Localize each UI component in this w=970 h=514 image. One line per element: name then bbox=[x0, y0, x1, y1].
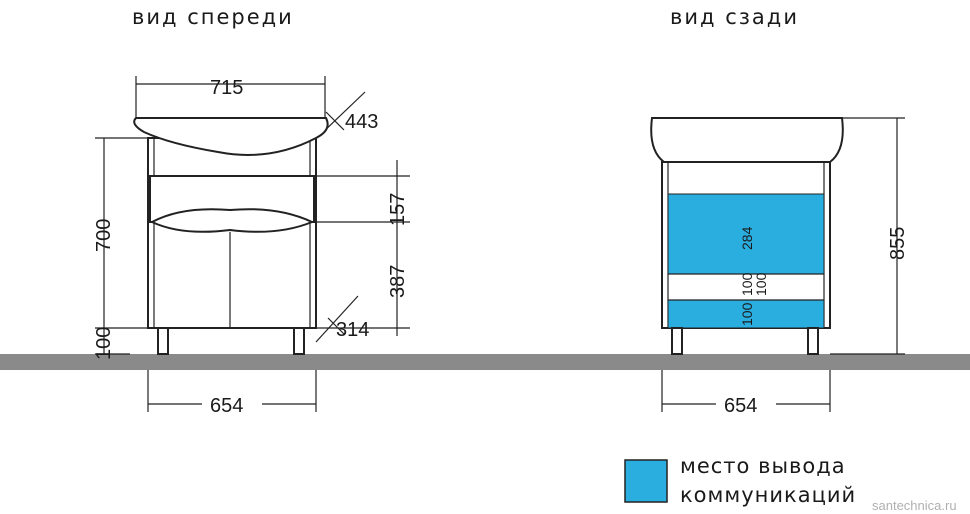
back-gap-b-label: 100 bbox=[753, 272, 769, 296]
back-view: 284 100 100 100 855 654 bbox=[650, 117, 909, 417]
back-gap-a-label: 100 bbox=[739, 272, 755, 296]
front-door-height-label: 387 bbox=[387, 265, 409, 298]
back-zone-bottom-label: 100 bbox=[739, 302, 755, 326]
back-height-total-label: 855 bbox=[887, 227, 909, 260]
front-drawer-height-label: 157 bbox=[387, 193, 409, 226]
legend: место вывода коммуникаций bbox=[624, 454, 856, 507]
front-width-top-label: 715 bbox=[210, 77, 243, 99]
legend-line-2: коммуникаций bbox=[680, 483, 856, 507]
legend-swatch bbox=[624, 459, 668, 503]
back-view-title: вид сзади bbox=[670, 5, 799, 29]
floor-line bbox=[0, 354, 970, 370]
comm-zone-lower bbox=[667, 299, 825, 329]
watermark: santechnica.ru bbox=[872, 498, 957, 513]
back-zone-height-label: 284 bbox=[739, 226, 755, 250]
front-view: 715 443 700 100 157 387 bbox=[93, 76, 410, 417]
front-leg-height-label: 100 bbox=[93, 327, 115, 360]
front-depth-top-label: 443 bbox=[345, 111, 378, 133]
front-height-body-label: 700 bbox=[93, 219, 115, 252]
front-view-title: вид спереди bbox=[132, 5, 294, 29]
comm-zone-upper bbox=[667, 193, 825, 275]
back-width-bottom-label: 654 bbox=[724, 395, 757, 417]
front-width-bottom-label: 654 bbox=[210, 395, 243, 417]
legend-line-1: место вывода bbox=[680, 454, 846, 478]
front-depth-bottom-label: 314 bbox=[336, 319, 369, 341]
